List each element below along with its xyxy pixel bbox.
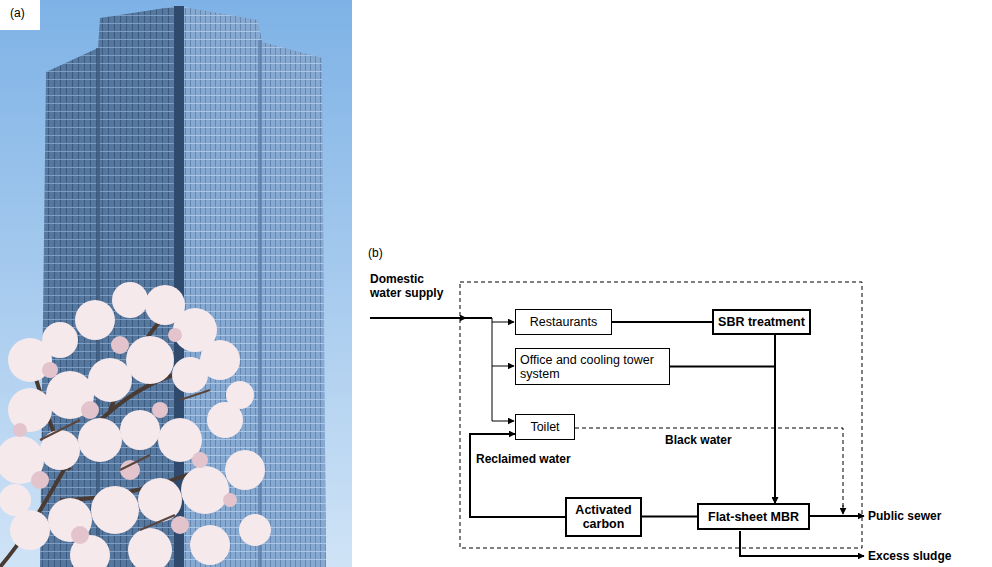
flow-connector — [470, 434, 565, 517]
outflow-label: Public sewer — [868, 509, 941, 523]
box-text: Toilet — [530, 420, 559, 434]
panel-letter: (b) — [368, 246, 383, 260]
box-text: Activated carbon — [571, 503, 636, 531]
box-text: Restaurants — [530, 315, 597, 329]
flow-connector — [612, 321, 712, 323]
treatment-box: Flat-sheet MBR — [697, 503, 810, 530]
system-boundary — [460, 282, 862, 548]
process-box: Restaurants — [515, 309, 612, 335]
box-text: Office and cooling tower system — [520, 353, 665, 381]
process-box: Office and cooling tower system — [515, 348, 670, 385]
box-text: Flat-sheet MBR — [708, 510, 799, 524]
flow-connector — [642, 516, 697, 518]
process-box: Toilet — [515, 414, 575, 440]
treatment-box: SBR treatment — [712, 309, 811, 335]
supply-split — [492, 318, 493, 421]
box-text: SBR treatment — [718, 315, 805, 329]
sludge-outlet — [740, 531, 862, 556]
stream-label: Black water — [665, 433, 732, 447]
treatment-box: Activated carbon — [565, 497, 642, 537]
connector-label: Reclaimed water — [476, 452, 571, 466]
sewer-outlet — [810, 515, 864, 517]
outflow-label: Excess sludge — [868, 549, 951, 563]
supply-arrow — [370, 317, 466, 319]
inflow-label: Domestic water supply — [370, 272, 458, 300]
panel-letter: (a) — [8, 6, 27, 20]
